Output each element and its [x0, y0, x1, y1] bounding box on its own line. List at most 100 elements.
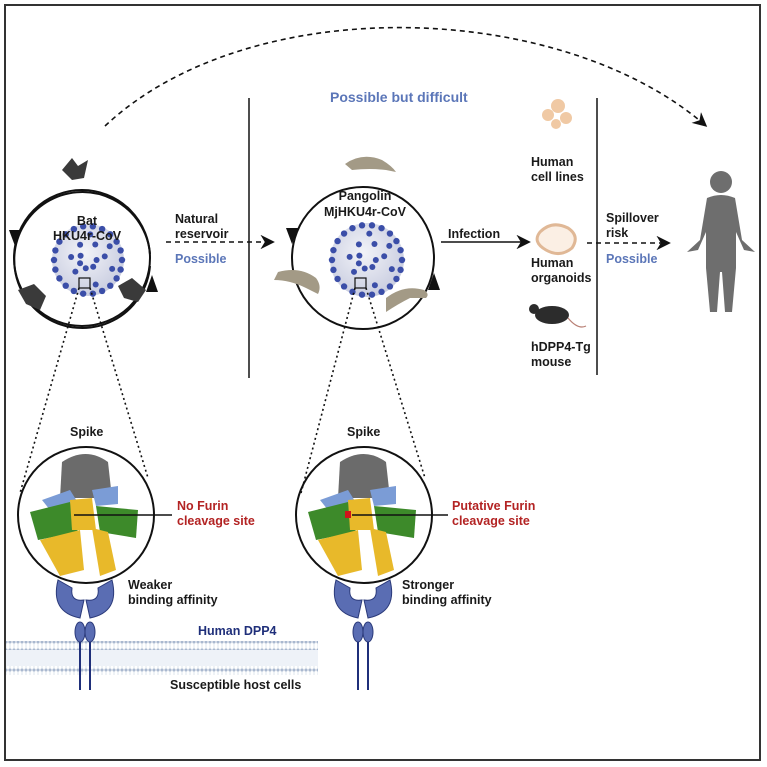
- spike-protein-1: [30, 454, 138, 576]
- virus-spike-dot: [62, 282, 69, 289]
- virus-spike-dot: [378, 288, 385, 296]
- spike-protein-2: [308, 454, 416, 576]
- virus-spike-dot: [98, 287, 106, 295]
- virus-spike-dot: [101, 253, 108, 260]
- membrane-label: Susceptible host cells: [170, 678, 302, 692]
- virus-spike-dot: [340, 283, 348, 290]
- virus-spike-dot: [358, 291, 366, 298]
- virus-spike-dot: [117, 247, 124, 254]
- virus-spike-dot: [89, 290, 97, 297]
- natural-reservoir-label: Natural reservoir: [175, 212, 229, 241]
- cell-lines-icon: [542, 99, 572, 129]
- furin-label-1: No Furin cleavage site: [177, 499, 255, 528]
- arc-label: Possible but difficult: [330, 89, 468, 105]
- virus-spike-dot: [340, 230, 348, 237]
- virus-spike-dot: [89, 223, 97, 230]
- virus-spike-dot: [107, 282, 114, 289]
- model-cell-lines-label: Human cell lines: [531, 155, 584, 184]
- spillover-label: Spillover risk: [606, 211, 659, 240]
- virus-spike-dot: [330, 246, 337, 254]
- bat-icon: [118, 278, 146, 302]
- virus-spike-dot: [328, 256, 336, 264]
- virus-spike-dot: [368, 222, 376, 229]
- natural-reservoir-status: Possible: [175, 252, 227, 266]
- virus-spike-dot: [82, 265, 89, 272]
- pangolin-icon: [345, 156, 396, 172]
- virus-spike-dot: [70, 287, 78, 295]
- virus-spike-dot: [109, 265, 116, 272]
- virus-spike-dot: [56, 238, 63, 245]
- cell-membrane: [6, 641, 318, 675]
- virus-spike-dot: [330, 266, 337, 274]
- virus-spike-dot: [92, 281, 99, 288]
- bat-host-label: Bat: [76, 214, 98, 228]
- pangolin-virus-particle: [328, 222, 406, 298]
- virus-spike-dot: [361, 265, 368, 272]
- virus-spike-dot: [72, 268, 79, 275]
- virus-spike-dot: [92, 241, 99, 248]
- virus-spike-dot: [386, 230, 394, 237]
- virus-spike-dot: [77, 260, 84, 267]
- organoid-icon: [535, 223, 577, 255]
- model-mouse-label: hDPP4-Tg mouse: [531, 340, 591, 369]
- infection-label: Infection: [448, 227, 501, 241]
- virus-spike-dot: [349, 224, 356, 232]
- virus-spike-dot: [52, 266, 59, 273]
- zoom-lines: [19, 287, 426, 494]
- virus-spike-dot: [388, 266, 395, 273]
- virus-spike-dot: [393, 237, 400, 245]
- virus-spike-dot: [371, 282, 378, 289]
- bat-icon: [62, 158, 88, 180]
- furin-site-marker: [345, 511, 351, 518]
- virus-spike-dot: [68, 254, 75, 261]
- virus-spike-dot: [107, 231, 114, 238]
- dpp4-receptor-1: [55, 579, 115, 690]
- virus-spike-dot: [113, 238, 120, 245]
- virus-spike-dot: [79, 290, 87, 297]
- virus-spike-dot: [369, 263, 376, 270]
- virus-spike-dot: [93, 257, 100, 263]
- virus-spike-dot: [334, 237, 341, 245]
- model-organoids-label: Human organoids: [531, 256, 592, 285]
- bat-virus-particle: [50, 223, 126, 297]
- virus-spike-dot: [397, 266, 404, 274]
- virus-spike-dot: [398, 256, 406, 264]
- virus-spike-dot: [355, 241, 362, 248]
- direct-spillover-arc: [104, 26, 708, 127]
- furin-label-2: Putative Furin cleavage site: [452, 499, 536, 528]
- affinity-label-1: Weaker binding affinity: [128, 578, 218, 607]
- virus-spike-dot: [70, 225, 78, 233]
- affinity-label-2: Stronger binding affinity: [402, 578, 492, 607]
- virus-spike-dot: [118, 256, 126, 264]
- virus-spike-dot: [372, 257, 379, 263]
- pangolin-host-label: Pangolin: [338, 189, 392, 203]
- dpp4-receptor-2: [333, 579, 393, 690]
- pangolin-icon: [274, 270, 320, 294]
- virus-spike-dot: [50, 256, 58, 264]
- figure-frame: [4, 4, 761, 761]
- virus-spike-dot: [356, 252, 363, 259]
- virus-spike-dot: [106, 243, 113, 250]
- receptor-label: Human DPP4: [198, 624, 277, 638]
- virus-spike-dot: [366, 230, 373, 237]
- virus-spike-dot: [62, 231, 69, 238]
- virus-spike-dot: [113, 275, 120, 282]
- bat-cycle: [9, 158, 158, 329]
- virus-spike-dot: [351, 268, 358, 275]
- bat-icon: [18, 284, 46, 310]
- pangolin-icon: [386, 288, 428, 312]
- virus-spike-dot: [98, 225, 106, 233]
- virus-spike-dot: [358, 222, 366, 229]
- virus-spike-dot: [371, 241, 378, 248]
- virus-spike-dot: [378, 224, 385, 232]
- virus-spike-dot: [397, 246, 404, 254]
- spike-title-2: Spike: [347, 425, 381, 439]
- virus-spike-dot: [87, 231, 94, 238]
- virus-spike-dot: [56, 275, 63, 282]
- bat-virus-label: HKU4r-CoV: [52, 229, 122, 243]
- virus-spike-dot: [386, 283, 394, 290]
- virus-spike-dot: [77, 241, 84, 248]
- virus-spike-dot: [346, 253, 353, 260]
- virus-spike-dot: [77, 252, 84, 259]
